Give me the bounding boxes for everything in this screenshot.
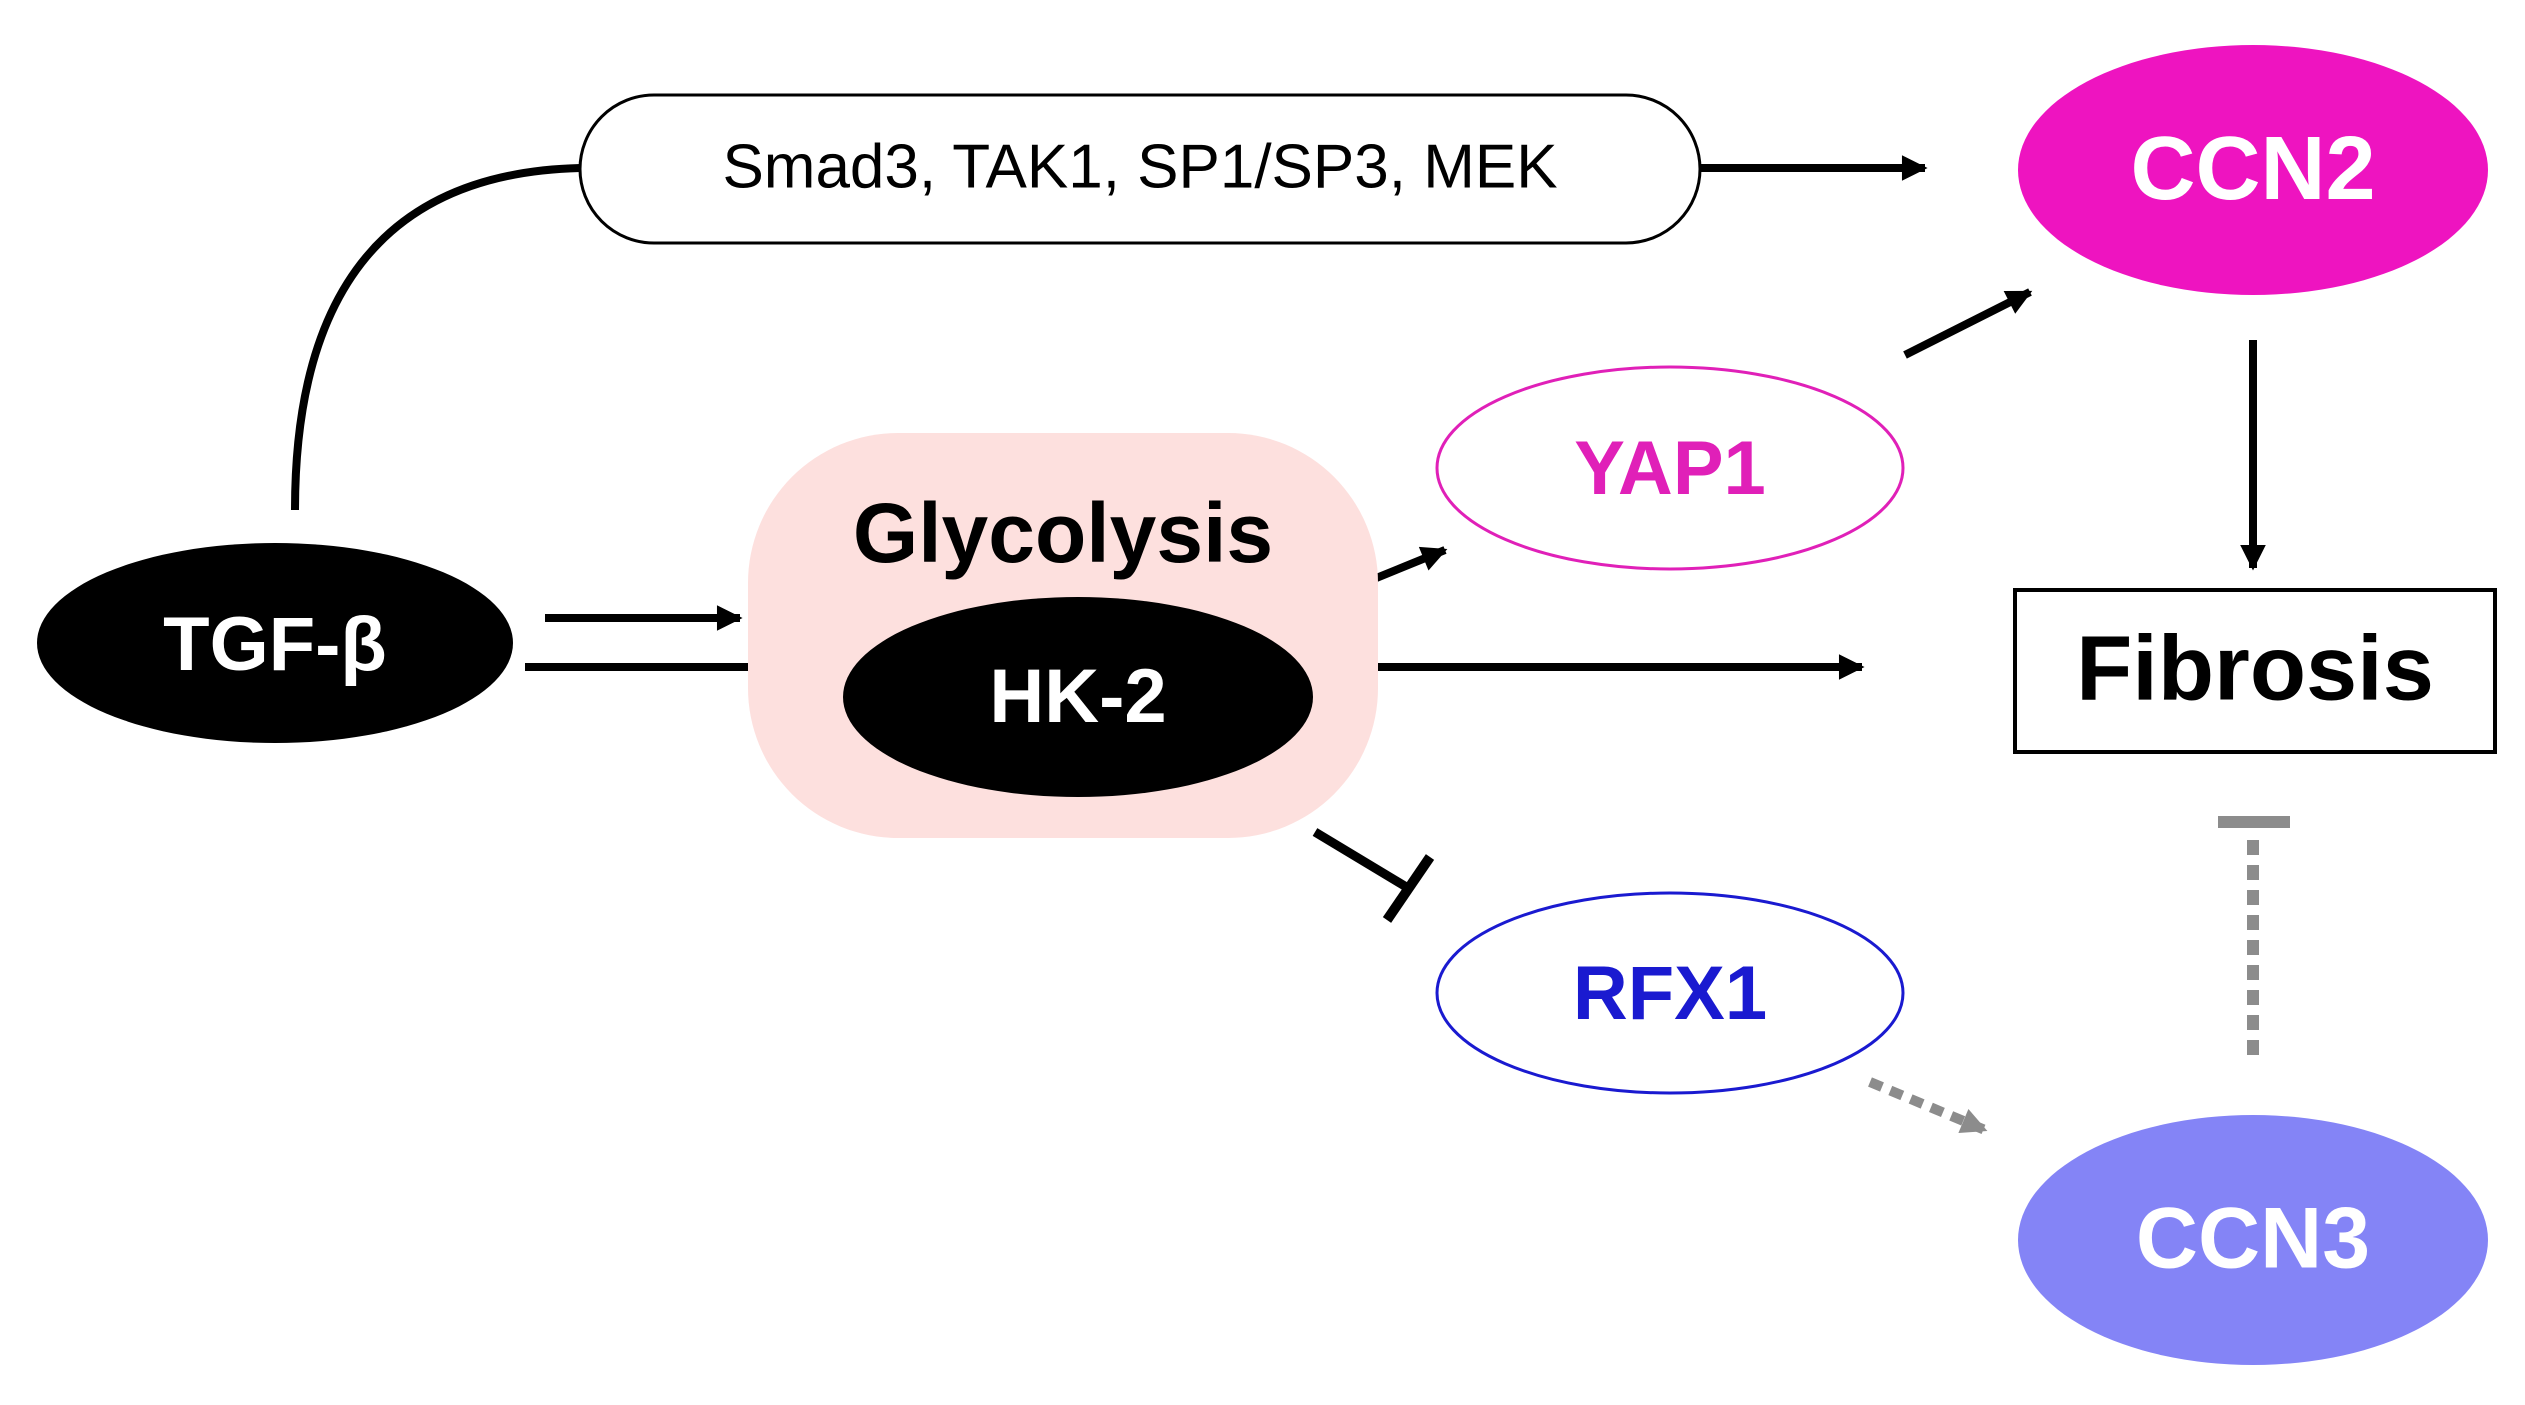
fibrosis-node: Fibrosis: [2013, 588, 2497, 754]
hk2-label: HK-2: [989, 654, 1166, 739]
edge-ccn3-inhibits-fibrosis: [2218, 816, 2290, 1055]
fibrosis-label: Fibrosis: [2076, 617, 2434, 719]
rfx1-node: RFX1: [1435, 891, 1905, 1095]
tgfb-node: TGF-β: [37, 543, 513, 743]
yap1-node: YAP1: [1435, 365, 1905, 571]
yap1-label: YAP1: [1574, 426, 1766, 511]
edge-yap1-to-ccn2: [1903, 288, 2033, 359]
edge-tgfb-to-pathway-box: [291, 164, 581, 511]
ccn2-node: CCN2: [2018, 45, 2488, 295]
edge-glycolysis-inhibits-rfx1: [1312, 828, 1435, 923]
glycolysis-label: Glycolysis: [853, 486, 1273, 580]
ccn3-label: CCN3: [2136, 1191, 2370, 1287]
hk2-node: HK-2: [843, 597, 1313, 797]
edge-rfx1-to-ccn3: [1868, 1077, 1988, 1135]
pathway-box-label: Smad3, TAK1, SP1/SP3, MEK: [722, 132, 1557, 201]
ccn3-node: CCN3: [2018, 1115, 2488, 1365]
tgfb-label: TGF-β: [163, 602, 387, 687]
rfx1-label: RFX1: [1573, 951, 1767, 1036]
ccn2-label: CCN2: [2130, 119, 2375, 219]
pathway-box: Smad3, TAK1, SP1/SP3, MEK: [578, 93, 1702, 245]
